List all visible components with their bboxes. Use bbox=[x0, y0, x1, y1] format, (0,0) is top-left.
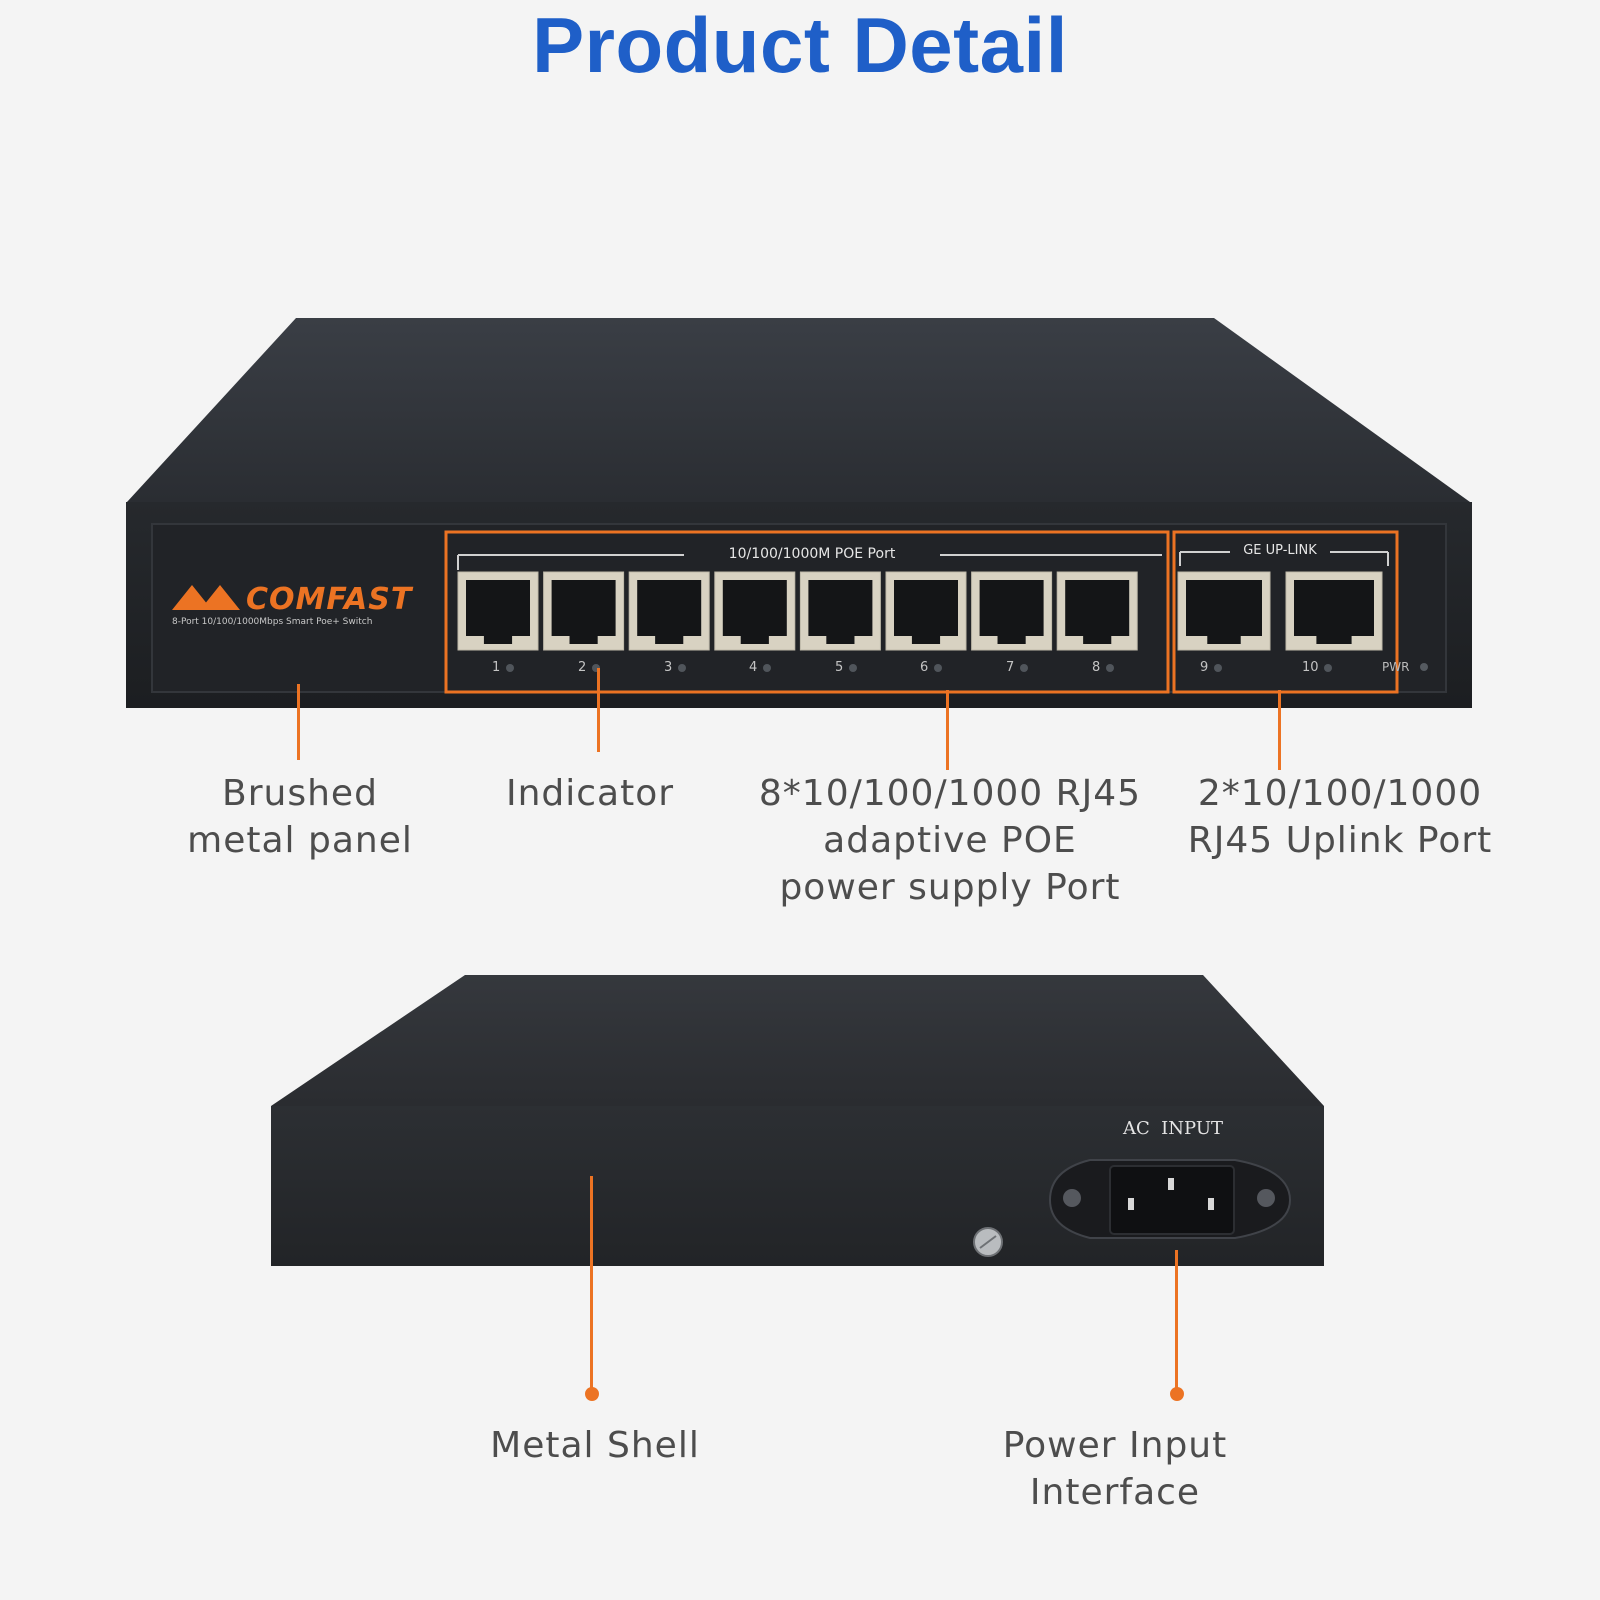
port-led-3 bbox=[678, 664, 686, 672]
label-indicator: Indicator bbox=[505, 773, 675, 814]
port-led-6 bbox=[934, 664, 942, 672]
uplink-port-group-box bbox=[1172, 530, 1399, 694]
comfast-logo bbox=[172, 585, 240, 610]
port-number-3: 3 bbox=[664, 660, 673, 675]
callout-line-uplink bbox=[1278, 690, 1281, 770]
rj45-port-9[interactable] bbox=[1177, 571, 1271, 651]
port-number-6: 6 bbox=[920, 660, 929, 675]
rj45-port-8[interactable] bbox=[1056, 571, 1138, 651]
ac-socket-housing bbox=[1048, 1159, 1292, 1239]
rj45-port-1[interactable] bbox=[457, 571, 539, 651]
label-poe-ports: 8*10/100/1000 RJ45 adaptive POE power su… bbox=[758, 773, 1142, 908]
port-number-10: 10 bbox=[1302, 660, 1319, 675]
label-uplink-ports: 2*10/100/1000 RJ45 Uplink Port bbox=[1187, 773, 1493, 861]
callout-dot-power-input bbox=[1170, 1387, 1184, 1401]
port-led-1 bbox=[506, 664, 514, 672]
rj45-port-3[interactable] bbox=[628, 571, 710, 651]
back-switch-top bbox=[271, 975, 1324, 1106]
label-power-input: Power Input Interface bbox=[1002, 1425, 1228, 1513]
brand-name: COMFAST bbox=[246, 582, 413, 617]
port-led-10 bbox=[1324, 664, 1332, 672]
rj45-port-5[interactable] bbox=[799, 571, 881, 651]
model-caption: 8-Port 10/100/1000Mbps Smart Poe+ Switch bbox=[172, 617, 373, 627]
port-led-4 bbox=[763, 664, 771, 672]
port-number-5: 5 bbox=[835, 660, 844, 675]
power-led-label: PWR bbox=[1382, 660, 1410, 674]
ac-input-label: AC INPUT bbox=[1122, 1118, 1224, 1139]
rj45-port-10[interactable] bbox=[1285, 571, 1383, 651]
label-metal-shell: Metal Shell bbox=[490, 1425, 700, 1466]
port-number-8: 8 bbox=[1092, 660, 1101, 675]
power-led bbox=[1420, 663, 1428, 671]
port-led-8 bbox=[1106, 664, 1114, 672]
rj45-port-7[interactable] bbox=[971, 571, 1053, 651]
poe-port-group-box bbox=[444, 530, 1170, 694]
front-switch-top bbox=[127, 318, 1470, 502]
port-led-2 bbox=[592, 664, 600, 672]
callout-line-metal-shell bbox=[590, 1176, 593, 1390]
poe-group-label: 10/100/1000M POE Port bbox=[728, 546, 896, 562]
callout-dot-metal-shell bbox=[585, 1387, 599, 1401]
port-number-9: 9 bbox=[1200, 660, 1209, 675]
port-led-5 bbox=[849, 664, 857, 672]
port-number-1: 1 bbox=[492, 660, 501, 675]
label-brushed-metal-panel: Brushed metal panel bbox=[187, 773, 413, 861]
rj45-port-6[interactable] bbox=[885, 571, 967, 651]
rj45-port-4[interactable] bbox=[714, 571, 796, 651]
rj45-port-2[interactable] bbox=[543, 571, 625, 651]
port-number-4: 4 bbox=[749, 660, 758, 675]
uplink-group-label: GE UP-LINK bbox=[1243, 543, 1317, 558]
page-title: Product Detail bbox=[532, 1, 1068, 89]
port-led-7 bbox=[1020, 664, 1028, 672]
port-led-9 bbox=[1214, 664, 1222, 672]
callout-line-indicator bbox=[597, 668, 600, 752]
callout-line-power-input bbox=[1175, 1250, 1178, 1390]
port-number-2: 2 bbox=[578, 660, 587, 675]
port-number-7: 7 bbox=[1006, 660, 1015, 675]
callout-line-brushed bbox=[297, 684, 300, 760]
callout-line-poe-ports bbox=[946, 690, 949, 770]
